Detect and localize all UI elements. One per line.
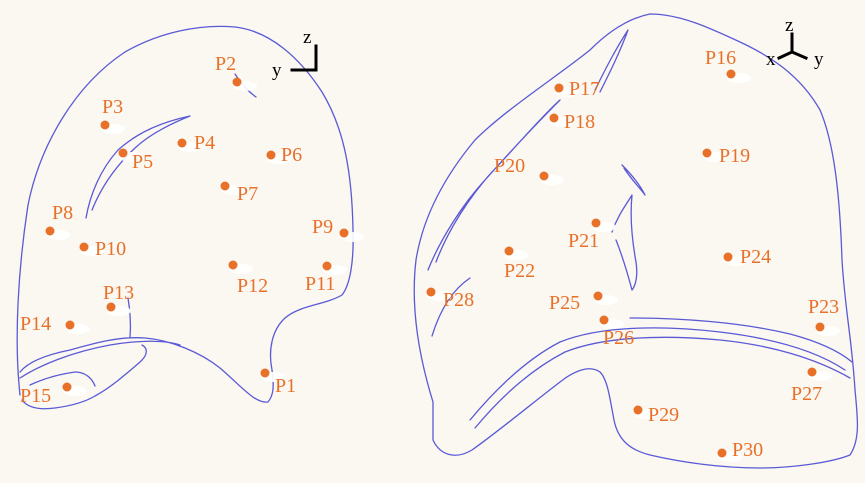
point-label: P16 xyxy=(705,47,736,69)
point-marker xyxy=(592,219,601,228)
point-label: P23 xyxy=(808,296,839,318)
point-marker xyxy=(540,172,549,181)
left-axis-horizontal-label: y xyxy=(272,60,282,81)
point-marker xyxy=(600,316,609,325)
point-marker xyxy=(178,139,187,148)
right-axis-left-label: x xyxy=(766,49,776,70)
point-label: P7 xyxy=(237,183,258,205)
left-axis-vertical-label: z xyxy=(303,27,311,48)
point-marker xyxy=(323,262,332,271)
point-label: P6 xyxy=(281,144,302,166)
point-marker xyxy=(80,243,89,252)
point-label: P15 xyxy=(20,385,51,407)
point-label: P26 xyxy=(603,327,634,349)
point-marker xyxy=(267,151,276,160)
point-label: P3 xyxy=(102,96,123,118)
measurement-point-p13: P13 xyxy=(103,282,134,316)
point-marker xyxy=(46,227,55,236)
point-label: P22 xyxy=(504,260,535,282)
point-label: P14 xyxy=(20,313,51,335)
point-marker xyxy=(101,121,110,130)
point-marker xyxy=(808,368,817,377)
point-label: P11 xyxy=(305,273,335,295)
point-label: P28 xyxy=(443,289,474,311)
point-label: P5 xyxy=(132,151,153,173)
point-marker xyxy=(816,323,825,332)
point-marker xyxy=(119,149,128,158)
point-marker xyxy=(718,449,727,458)
point-label: P1 xyxy=(275,375,296,397)
point-label: P2 xyxy=(215,53,236,75)
point-marker xyxy=(703,149,712,158)
point-label: P27 xyxy=(791,383,822,405)
point-marker xyxy=(261,369,270,378)
point-label: P19 xyxy=(719,145,750,167)
point-label: P20 xyxy=(494,155,525,177)
right-axis-right-label: y xyxy=(814,49,824,70)
point-marker xyxy=(66,321,75,330)
point-label: P21 xyxy=(568,230,599,252)
right-axis-vertical-label: z xyxy=(785,15,793,36)
point-marker xyxy=(229,261,238,270)
point-marker xyxy=(221,182,230,191)
point-marker xyxy=(340,229,349,238)
point-label: P24 xyxy=(740,246,771,268)
point-label: P12 xyxy=(237,275,268,297)
point-label: P13 xyxy=(103,282,134,304)
point-marker xyxy=(550,114,559,123)
point-marker xyxy=(634,406,643,415)
point-label: P9 xyxy=(312,216,333,238)
point-marker xyxy=(727,70,736,79)
point-label: P17 xyxy=(569,78,600,100)
point-marker xyxy=(724,253,733,262)
point-label: P18 xyxy=(564,111,595,133)
point-marker xyxy=(427,288,436,297)
point-marker xyxy=(594,292,603,301)
point-label: P8 xyxy=(52,202,73,224)
point-label: P29 xyxy=(648,404,679,426)
point-label: P25 xyxy=(549,292,580,314)
point-marker xyxy=(505,247,514,256)
measurement-point-p3: P3 xyxy=(101,96,126,134)
point-label: P10 xyxy=(95,238,126,260)
point-marker xyxy=(555,84,564,93)
point-marker xyxy=(233,78,242,87)
point-marker xyxy=(63,383,72,392)
point-label: P30 xyxy=(732,439,763,461)
point-label: P4 xyxy=(194,132,215,154)
